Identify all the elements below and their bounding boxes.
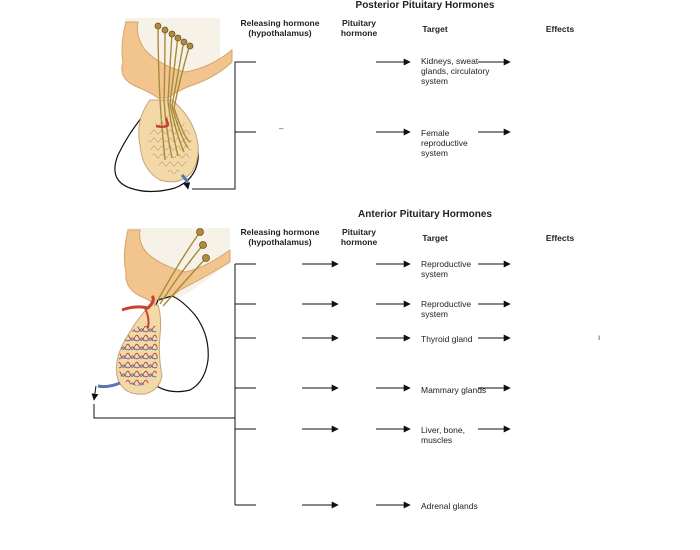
anterior-target-6: Adrenal glands	[421, 501, 478, 511]
anterior-hypothalamus	[123, 229, 231, 306]
anterior-target-5: Liver, bone, muscles	[421, 425, 465, 445]
anterior-header-effects: Effects	[545, 233, 575, 243]
anterior-target-4: Mammary glands	[421, 385, 487, 395]
anterior-target-1: Reproductive system	[421, 259, 472, 279]
posterior-header-effects: Effects	[545, 24, 575, 34]
anterior-target-2: Reproductive system	[421, 299, 472, 319]
posterior-header-releasing: Releasing hormone (hypothalamus)	[240, 18, 320, 38]
posterior-header-pituitary: Pituitary hormone	[340, 18, 378, 38]
anterior-title: Anterior Pituitary Hormones	[358, 209, 492, 220]
posterior-vein	[180, 174, 190, 183]
anterior-vein	[97, 381, 121, 389]
anterior-connectors	[91, 260, 511, 509]
anterior-artery	[121, 294, 155, 312]
posterior-title: Posterior Pituitary Hormones	[355, 0, 495, 11]
posterior-header-target: Target	[422, 24, 448, 34]
posterior-artery	[155, 117, 170, 129]
anterior-neuron-axons	[157, 231, 207, 307]
posterior-target-2: Female reproductive system	[421, 128, 468, 158]
posterior-target-1: Kidneys, sweat glands, circulatory syste…	[421, 56, 490, 86]
anterior-pituitary-illustration	[97, 228, 231, 395]
posterior-connectors	[183, 58, 511, 190]
posterior-marker: –	[279, 124, 284, 133]
anterior-target-3: Thyroid gland	[421, 334, 473, 344]
posterior-pituitary-illustration	[114, 18, 233, 193]
posterior-neuron-axons	[157, 23, 191, 161]
anterior-header-releasing: Releasing hormone (hypothalamus)	[240, 227, 320, 247]
anterior-header-target: Target	[422, 233, 448, 243]
anterior-marker: ı	[598, 333, 601, 342]
posterior-hypothalamus	[121, 21, 233, 99]
anterior-header-pituitary: Pituitary hormone	[340, 227, 378, 247]
